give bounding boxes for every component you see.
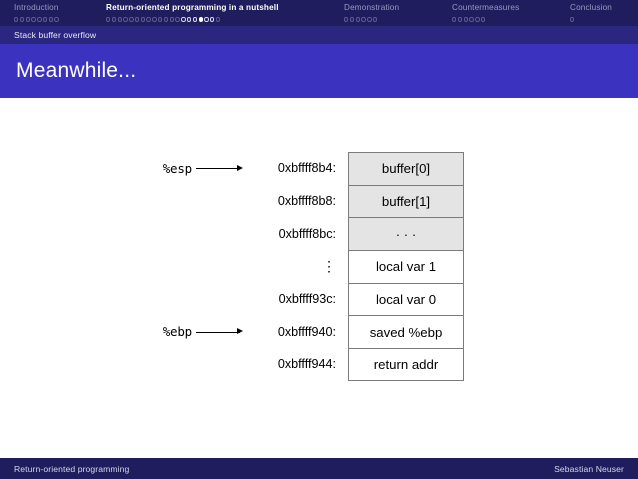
nav-frame-dot[interactable] <box>129 17 134 22</box>
register-pointer-cell <box>150 185 250 218</box>
nav-frame-dot[interactable] <box>372 17 378 22</box>
nav-section-dots <box>14 14 59 25</box>
nav-frame-dot[interactable] <box>210 17 215 22</box>
register-pointer-cell <box>150 217 250 250</box>
nav-frame-dot[interactable] <box>475 17 480 22</box>
nav-frame-dot[interactable] <box>37 17 42 22</box>
slide-footer: Return-oriented programming Sebastian Ne… <box>0 458 638 479</box>
nav-frame-dot[interactable] <box>367 17 372 22</box>
nav-frame-dot[interactable] <box>54 17 59 22</box>
nav-frame-dot[interactable] <box>111 17 117 22</box>
nav-frame-dot[interactable] <box>25 17 30 22</box>
stack-slot-box: local var 0 <box>348 282 464 316</box>
slide-content: %esp 0xbffff8b4: buffer[0] 0xbffff8b8: buffe… <box>0 98 638 458</box>
nav-frame-dot[interactable] <box>457 17 463 22</box>
nav-section-label: Return-oriented programming in a nutshel… <box>106 3 279 12</box>
nav-section-dots <box>106 14 221 25</box>
register-name: %esp <box>162 160 193 176</box>
nav-section-dots <box>452 14 486 25</box>
stack-address: 0xbffff8b4: <box>277 161 336 176</box>
nav-frame-dot[interactable] <box>14 17 19 22</box>
stack-row: %ebp 0xbffff940: saved %ebp <box>150 315 490 349</box>
nav-frame-dot[interactable] <box>192 17 198 22</box>
stack-row: 0xbffff93c: local var 0 <box>150 282 490 316</box>
stack-row: %esp 0xbffff8b4: buffer[0] <box>150 152 490 185</box>
nav-section-label: Conclusion <box>570 3 613 12</box>
nav-section-label: Introduction <box>14 3 59 12</box>
nav-frame-dot[interactable] <box>361 17 366 22</box>
stack-slot-box: saved %ebp <box>348 315 464 349</box>
subsection-bar: Stack buffer overflow <box>0 26 638 44</box>
nav-frame-dot[interactable] <box>106 17 111 22</box>
nav-frame-dot[interactable] <box>31 17 36 22</box>
nav-section-label: Countermeasures <box>452 3 520 12</box>
nav-frame-dot[interactable] <box>146 17 151 22</box>
stack-row: 0xbffff8b8: buffer[1] <box>150 184 490 218</box>
nav-frame-dot[interactable] <box>169 17 174 22</box>
register-pointer-cell: %esp <box>150 152 250 185</box>
slide-title-band: Meanwhile... <box>0 44 638 98</box>
nav-frame-dot[interactable] <box>181 17 186 22</box>
section-navigation-bar: Introduction Return-oriented programming … <box>0 0 638 26</box>
address-ellipsis: ⋮ <box>322 258 336 275</box>
nav-frame-dot[interactable] <box>355 17 360 22</box>
nav-frame-dot[interactable] <box>198 17 203 22</box>
nav-section-0[interactable]: Introduction <box>14 0 106 25</box>
nav-section-3[interactable]: Countermeasures <box>452 0 570 25</box>
nav-frame-dot[interactable] <box>152 17 157 22</box>
pointer-arrow-icon <box>196 162 244 174</box>
stack-address: 0xbffff93c: <box>278 292 336 307</box>
nav-frame-dot[interactable] <box>186 17 192 22</box>
nav-frame-dot[interactable] <box>204 17 209 22</box>
register-pointer-cell <box>150 348 250 381</box>
nav-frame-dot[interactable] <box>19 17 25 22</box>
nav-section-dots <box>570 14 575 25</box>
stack-address: 0xbffff8bc: <box>278 226 336 241</box>
stack-slot-box: local var 1 <box>348 250 464 283</box>
stack-row: 0xbffff944: return addr <box>150 348 490 381</box>
stack-slot-box: · · · <box>348 217 464 251</box>
register-name: %ebp <box>162 324 193 340</box>
nav-frame-dot[interactable] <box>140 17 146 22</box>
nav-frame-dot[interactable] <box>163 17 169 22</box>
register-pointer-cell <box>150 283 250 316</box>
stack-address: 0xbffff8b8: <box>277 194 336 209</box>
nav-frame-dot[interactable] <box>469 17 474 22</box>
register-pointer-cell: %ebp <box>150 315 250 348</box>
nav-frame-dot[interactable] <box>463 17 468 22</box>
register-pointer-cell <box>150 250 250 283</box>
nav-frame-dot[interactable] <box>452 17 457 22</box>
stack-slot-box: buffer[0] <box>348 152 464 185</box>
footer-presentation-title: Return-oriented programming <box>14 463 130 474</box>
nav-section-label: Demonstration <box>344 3 400 12</box>
nav-frame-dot[interactable] <box>349 17 355 22</box>
nav-frame-dot[interactable] <box>134 17 140 22</box>
stack-row: ⋮ local var 1 <box>150 250 490 283</box>
stack-slot-box: buffer[1] <box>348 184 464 218</box>
nav-frame-dot[interactable] <box>570 17 575 22</box>
stack-layout-diagram: %esp 0xbffff8b4: buffer[0] 0xbffff8b8: buffe… <box>150 152 490 381</box>
nav-frame-dot[interactable] <box>123 17 128 22</box>
subsection-label: Stack buffer overflow <box>14 30 97 40</box>
slide-title: Meanwhile... <box>16 59 137 82</box>
stack-address: 0xbffff940: <box>277 324 336 339</box>
footer-author: Sebastian Neuser <box>554 463 624 474</box>
nav-frame-dot[interactable] <box>215 17 221 22</box>
nav-frame-dot[interactable] <box>48 17 54 22</box>
nav-frame-dot[interactable] <box>480 17 486 22</box>
nav-frame-dot[interactable] <box>117 17 122 22</box>
stack-address: 0xbffff944: <box>277 357 336 372</box>
nav-frame-dot[interactable] <box>158 17 163 22</box>
nav-section-dots <box>344 14 378 25</box>
nav-section-1[interactable]: Return-oriented programming in a nutshel… <box>106 0 344 25</box>
stack-row: 0xbffff8bc: · · · <box>150 217 490 251</box>
nav-frame-dot[interactable] <box>175 17 180 22</box>
nav-section-2[interactable]: Demonstration <box>344 0 452 25</box>
nav-frame-dot[interactable] <box>42 17 48 22</box>
nav-frame-dot[interactable] <box>344 17 349 22</box>
stack-slot-box: return addr <box>348 348 464 381</box>
nav-section-4[interactable]: Conclusion <box>570 0 638 25</box>
pointer-arrow-icon <box>196 326 244 338</box>
